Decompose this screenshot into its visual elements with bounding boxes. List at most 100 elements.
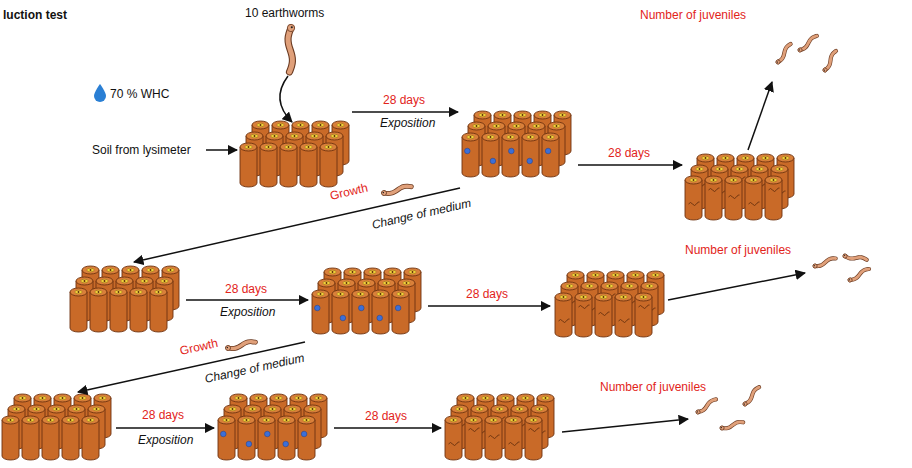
pot-food-dot bbox=[50, 419, 52, 421]
juvenile-squiggle bbox=[529, 428, 540, 432]
pot-food-dot bbox=[318, 397, 320, 399]
pot-body bbox=[278, 420, 295, 460]
pot-group bbox=[218, 394, 327, 460]
pot-food-dot bbox=[76, 408, 78, 410]
juvenile-squiggle bbox=[709, 188, 720, 192]
worm-outline bbox=[228, 340, 256, 349]
pot-food bbox=[67, 418, 74, 422]
pot-top bbox=[312, 290, 329, 298]
pot-food-dot bbox=[352, 271, 354, 273]
cocoon-dot bbox=[490, 158, 496, 164]
pot-food-dot bbox=[459, 408, 461, 410]
pot-food-dot bbox=[138, 291, 140, 293]
pot-food bbox=[329, 270, 336, 274]
pot-top bbox=[292, 121, 309, 129]
pot-top bbox=[246, 132, 263, 140]
pot-food bbox=[101, 279, 108, 283]
pot-top bbox=[607, 271, 624, 279]
pot-food bbox=[530, 418, 537, 422]
pot-food-dot bbox=[22, 397, 24, 399]
pot-food-dot bbox=[104, 280, 106, 282]
pot-food bbox=[121, 279, 128, 283]
cocoon-dot bbox=[301, 431, 307, 437]
pot-top bbox=[162, 266, 179, 274]
pot-food-dot bbox=[539, 408, 541, 410]
worm-head bbox=[775, 59, 781, 65]
pot-food-dot bbox=[465, 397, 467, 399]
pot-food bbox=[750, 178, 757, 182]
pot-top bbox=[697, 154, 714, 162]
pot-food-dot bbox=[412, 271, 414, 273]
pot-food-dot bbox=[499, 408, 501, 410]
pot-body bbox=[150, 292, 167, 332]
pot-top bbox=[488, 122, 505, 130]
pot-top bbox=[468, 122, 485, 130]
pot-top bbox=[477, 394, 494, 402]
pot-food-dot bbox=[226, 419, 228, 421]
pot-food-dot bbox=[150, 269, 152, 271]
pot-food-dot bbox=[272, 408, 274, 410]
pot-food-dot bbox=[705, 157, 707, 159]
pot-food-dot bbox=[144, 280, 146, 282]
step-note: Exposition bbox=[380, 116, 435, 130]
pot-top bbox=[76, 277, 93, 285]
worm-eye bbox=[799, 49, 801, 51]
pot-top bbox=[244, 405, 261, 413]
pot-top bbox=[2, 416, 19, 424]
pot-top bbox=[82, 266, 99, 274]
pot-body bbox=[482, 137, 499, 177]
pot-top bbox=[485, 416, 502, 424]
pot-food-dot bbox=[98, 291, 100, 293]
pot-food-dot bbox=[102, 397, 104, 399]
pot-body bbox=[42, 420, 59, 460]
pot-food bbox=[81, 279, 88, 283]
illustration-group bbox=[2, 24, 870, 460]
pot-food-dot bbox=[340, 293, 342, 295]
pot-food bbox=[389, 270, 396, 274]
pot-food bbox=[115, 290, 122, 294]
pot-food-dot bbox=[476, 125, 478, 127]
pot-top bbox=[332, 290, 349, 298]
pot-food-dot bbox=[556, 125, 558, 127]
worm-body bbox=[814, 257, 836, 267]
earthworm bbox=[812, 257, 836, 269]
water-drop bbox=[94, 84, 106, 102]
pot-top bbox=[378, 279, 395, 287]
pot-food bbox=[456, 407, 463, 411]
pot-top bbox=[22, 416, 39, 424]
pot-food-dot bbox=[266, 419, 268, 421]
pot-top bbox=[508, 122, 525, 130]
pot-top bbox=[42, 416, 59, 424]
pot-food-dot bbox=[320, 293, 322, 295]
pot-food bbox=[539, 113, 546, 117]
pot-body bbox=[485, 420, 502, 460]
pot-food-dot bbox=[360, 293, 362, 295]
pot-food bbox=[141, 279, 148, 283]
pot-top bbox=[398, 279, 415, 287]
pot-top bbox=[352, 290, 369, 298]
pot-top bbox=[462, 133, 479, 141]
pot-food-dot bbox=[759, 168, 761, 170]
pot-food bbox=[155, 290, 162, 294]
pot-body bbox=[615, 297, 632, 337]
pot-food-dot bbox=[623, 296, 625, 298]
pot-food-dot bbox=[90, 419, 92, 421]
pot-food-dot bbox=[615, 274, 617, 276]
pot-body bbox=[260, 147, 277, 187]
pot-food bbox=[516, 407, 523, 411]
pot-food-dot bbox=[510, 136, 512, 138]
pot-body bbox=[2, 420, 19, 460]
pot-top bbox=[110, 288, 127, 296]
juvenile-squiggle bbox=[489, 435, 500, 439]
process-arrow bbox=[280, 76, 292, 122]
pot-top bbox=[94, 394, 111, 402]
pot-top bbox=[505, 416, 522, 424]
pot-top bbox=[731, 165, 748, 173]
pot-food bbox=[277, 123, 284, 127]
step-note: Exposition bbox=[220, 305, 275, 319]
pot-food-dot bbox=[366, 282, 368, 284]
pot-body bbox=[332, 294, 349, 334]
earthworm bbox=[797, 34, 818, 53]
pot-food bbox=[476, 407, 483, 411]
pot-food bbox=[487, 135, 494, 139]
